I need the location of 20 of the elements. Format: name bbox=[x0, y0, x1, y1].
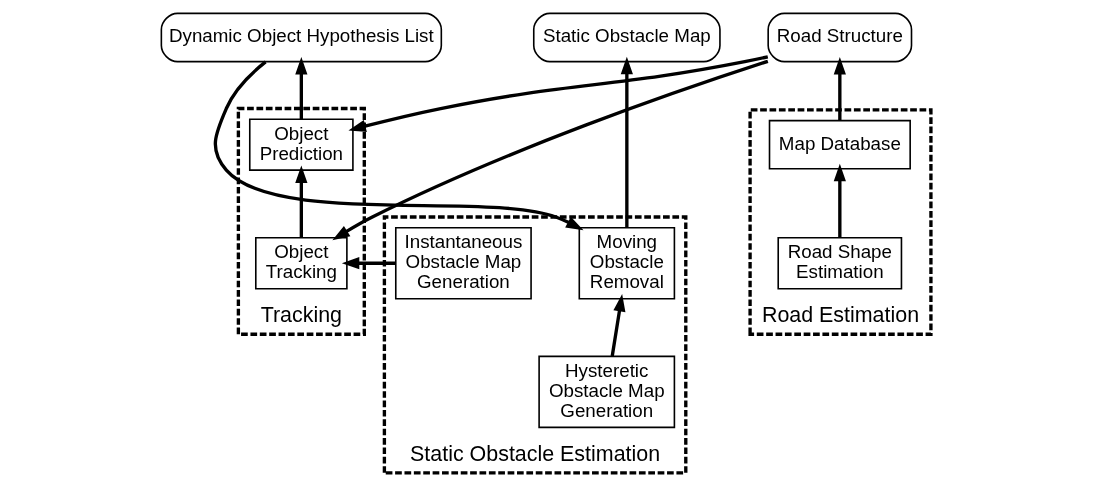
arrow bbox=[833, 163, 846, 238]
arrow bbox=[341, 257, 396, 270]
arrow bbox=[294, 165, 307, 238]
arrow bbox=[833, 56, 846, 121]
node-box: Road Structure bbox=[766, 12, 912, 63]
arrow bbox=[213, 60, 583, 231]
node-box: Object Tracking bbox=[254, 236, 348, 290]
arrow bbox=[294, 56, 307, 120]
arrow bbox=[331, 59, 768, 241]
arrow bbox=[610, 294, 625, 357]
node-box: Map Database bbox=[768, 119, 911, 170]
node-box: Object Prediction bbox=[248, 118, 354, 171]
node-box: Moving Obstacle Removal bbox=[578, 226, 675, 300]
node-box: Road Shape Estimation bbox=[776, 236, 902, 290]
node-box: Hysteretic Obstacle Map Generation bbox=[537, 355, 675, 429]
node-box: Dynamic Object Hypothesis List bbox=[160, 12, 442, 63]
arrow bbox=[347, 55, 768, 132]
node-box: Static Obstacle Map bbox=[532, 12, 721, 63]
node-box: Instantaneous Obstacle Map Generation bbox=[394, 226, 532, 300]
arrow bbox=[620, 56, 633, 228]
